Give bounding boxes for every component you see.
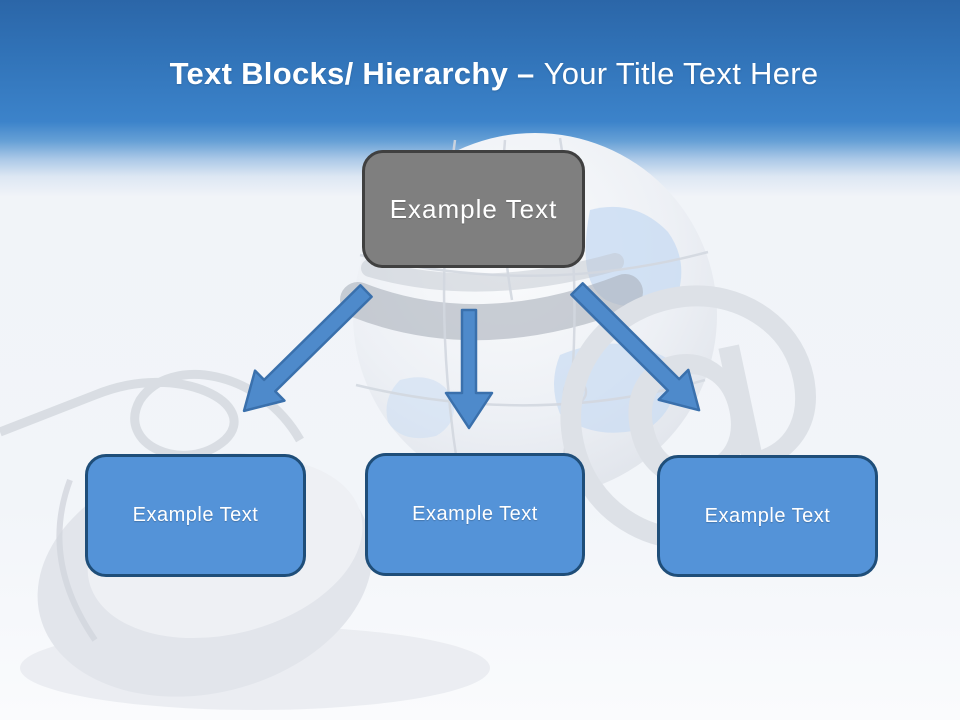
connector-arrow-left[interactable] [229, 276, 380, 426]
slide-title-bold: Text Blocks/ Hierarchy – [169, 56, 535, 91]
root-text-block-label: Example Text [389, 193, 558, 224]
connector-arrow-right[interactable] [562, 274, 714, 425]
child-text-block-3-label: Example Text [704, 504, 831, 527]
child-text-block-2-label: Example Text [412, 503, 538, 525]
child-text-block-1[interactable]: Example Text [85, 454, 306, 577]
child-text-block-3[interactable]: Example Text [657, 455, 878, 577]
connector-arrow-middle[interactable] [444, 308, 494, 430]
slide-title[interactable]: Text Blocks/ Hierarchy –Your Title Text … [14, 56, 960, 92]
root-text-block[interactable]: Example Text [362, 150, 585, 268]
slide-title-regular: Your Title Text Here [543, 56, 819, 91]
child-text-block-1-label: Example Text [132, 504, 259, 526]
child-text-block-2[interactable]: Example Text [365, 453, 585, 576]
